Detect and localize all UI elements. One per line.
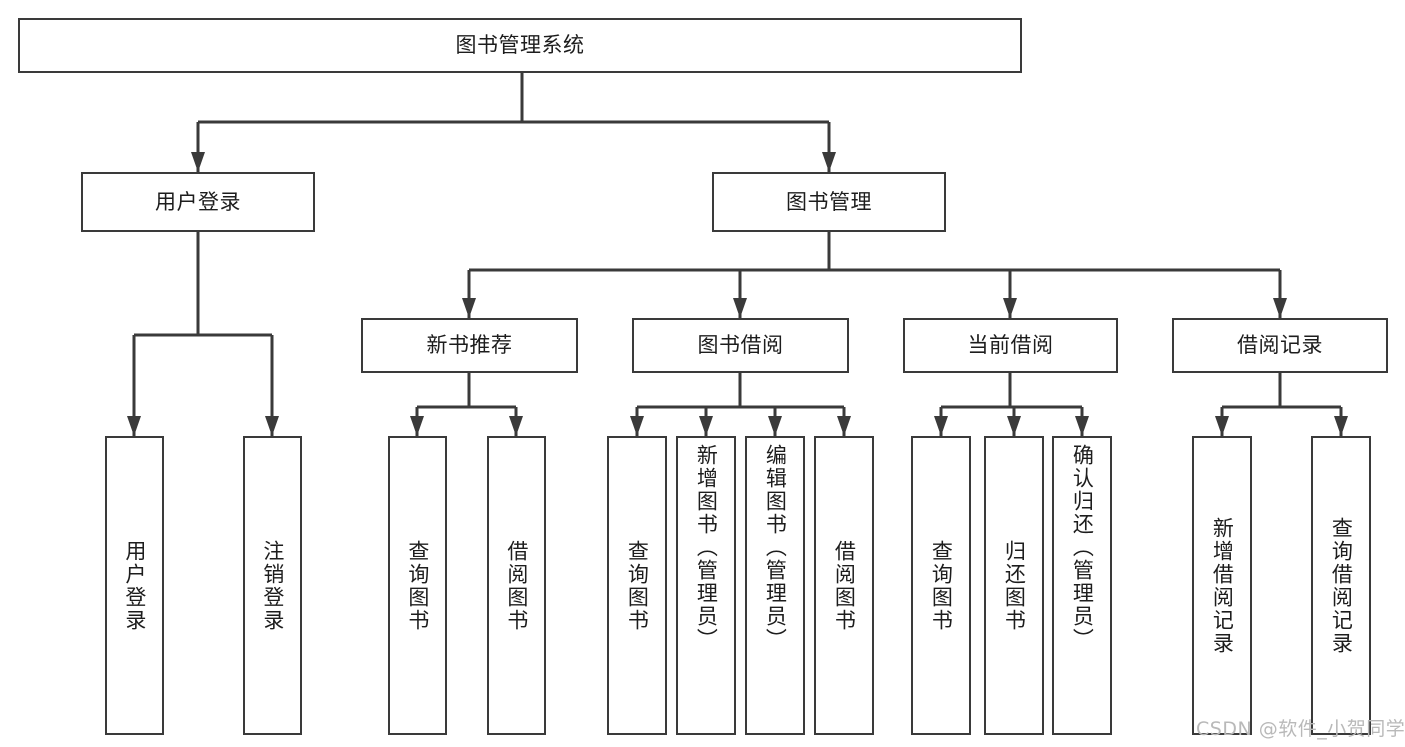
watermark-label: CSDN @软件_小贺同学	[1196, 718, 1405, 740]
arrowhead	[837, 416, 851, 436]
node-label: 确认归还（管理员）	[1070, 444, 1095, 651]
connector-new-book-rec-to-leaves	[410, 373, 523, 436]
arrowhead	[1215, 416, 1229, 436]
node-leaf-borrow-query[interactable]: 查询图书	[607, 436, 667, 735]
node-leaf-rec-query[interactable]: 查询图书	[388, 436, 447, 735]
node-borrow-record[interactable]: 借阅记录	[1172, 318, 1388, 373]
node-label: 编辑图书（管理员）	[763, 444, 788, 651]
node-label: 当前借阅	[967, 333, 1054, 358]
node-leaf-rec-borrow[interactable]: 借阅图书	[487, 436, 546, 735]
node-root[interactable]: 图书管理系统	[18, 18, 1022, 73]
connector-book-manage-to-level2	[462, 232, 1287, 318]
node-book-borrow[interactable]: 图书借阅	[632, 318, 849, 373]
arrowhead	[1334, 416, 1348, 436]
node-leaf-cur-confirm[interactable]: 确认归还（管理员）	[1052, 436, 1112, 735]
node-label: 归还图书	[1002, 539, 1027, 632]
node-label: 图书管理系统	[455, 33, 585, 58]
node-new-book-rec[interactable]: 新书推荐	[361, 318, 578, 373]
arrowhead	[768, 416, 782, 436]
node-leaf-logout[interactable]: 注销登录	[243, 436, 302, 735]
arrowhead	[265, 416, 279, 436]
node-leaf-borrow-book[interactable]: 借阅图书	[814, 436, 874, 735]
arrowhead	[1003, 298, 1017, 318]
arrowhead	[509, 416, 523, 436]
node-label: 图书借阅	[697, 333, 784, 358]
connector-user-login-to-leaves	[127, 232, 279, 436]
node-leaf-borrow-add[interactable]: 新增图书（管理员）	[676, 436, 736, 735]
arrowhead	[630, 416, 644, 436]
arrowhead	[1273, 298, 1287, 318]
node-label: 新书推荐	[426, 333, 513, 358]
arrowhead	[1007, 416, 1021, 436]
node-leaf-rec-add[interactable]: 新增借阅记录	[1192, 436, 1252, 735]
node-label: 新增借阅记录	[1210, 516, 1235, 655]
node-label: 查询图书	[405, 539, 430, 632]
node-label: 查询图书	[625, 539, 650, 632]
node-label: 新增图书（管理员）	[694, 444, 719, 651]
connector-borrow-record-to-leaves	[1215, 373, 1348, 436]
node-user-login[interactable]: 用户登录	[81, 172, 315, 232]
arrowhead	[462, 298, 476, 318]
node-leaf-user-login[interactable]: 用户登录	[105, 436, 164, 735]
arrowhead	[1075, 416, 1089, 436]
arrowhead	[191, 152, 205, 172]
arrowhead	[127, 416, 141, 436]
node-label: 借阅图书	[504, 539, 529, 632]
arrowhead	[733, 298, 747, 318]
node-current-borrow[interactable]: 当前借阅	[903, 318, 1118, 373]
arrowhead	[822, 152, 836, 172]
node-label: 图书管理	[786, 189, 872, 214]
node-label: 用户登录	[155, 189, 241, 214]
connector-book-borrow-to-leaves	[630, 373, 851, 436]
node-label: 用户登录	[122, 539, 147, 632]
node-leaf-cur-return[interactable]: 归还图书	[984, 436, 1044, 735]
arrowhead	[699, 416, 713, 436]
node-label: 借阅图书	[832, 539, 857, 632]
arrowhead	[410, 416, 424, 436]
connector-current-borrow-to-leaves	[934, 373, 1089, 436]
node-leaf-borrow-edit[interactable]: 编辑图书（管理员）	[745, 436, 805, 735]
node-leaf-rec-search[interactable]: 查询借阅记录	[1311, 436, 1371, 735]
node-label: 查询借阅记录	[1329, 516, 1354, 655]
node-book-manage[interactable]: 图书管理	[712, 172, 946, 232]
connector-root-to-level1	[191, 73, 836, 172]
node-label: 借阅记录	[1237, 333, 1323, 358]
arrowhead	[934, 416, 948, 436]
node-leaf-cur-query[interactable]: 查询图书	[911, 436, 971, 735]
node-label: 注销登录	[260, 539, 285, 632]
node-label: 查询图书	[929, 539, 954, 632]
